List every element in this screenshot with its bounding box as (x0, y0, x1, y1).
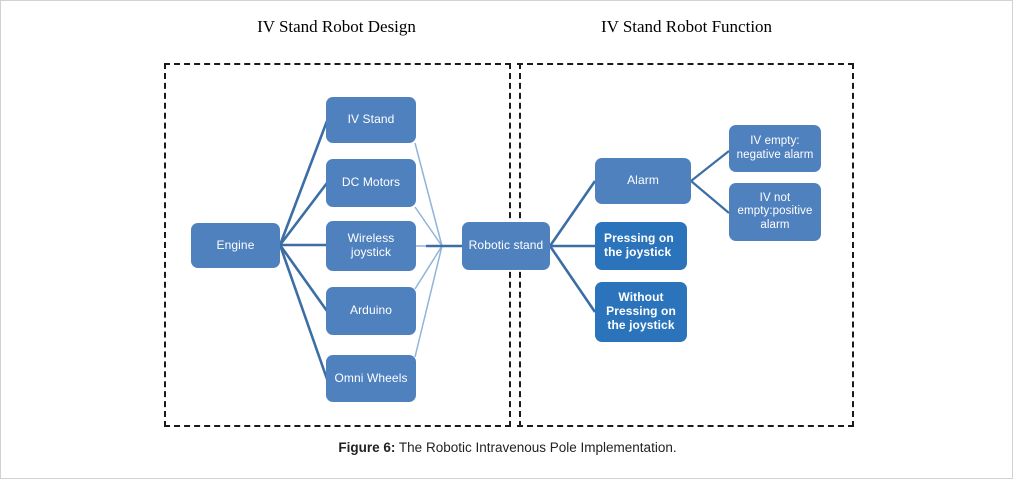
node-iv-empty-negative-alarm[interactable]: IV empty: negative alarm (729, 125, 821, 172)
figure-caption-text: The Robotic Intravenous Pole Implementat… (395, 440, 677, 455)
node-wireless-joystick[interactable]: Wireless joystick (326, 221, 416, 271)
column-title-design: IV Stand Robot Design (257, 17, 416, 36)
panel-function-boundary (517, 63, 854, 427)
column-title-function: IV Stand Robot Function (600, 17, 773, 36)
node-alarm[interactable]: Alarm (595, 158, 691, 204)
panel-design-boundary (164, 63, 511, 427)
node-robotic-stand[interactable]: Robotic stand (462, 222, 550, 270)
node-iv-not-empty-positive-alarm[interactable]: IV not empty:positive alarm (729, 183, 821, 241)
node-iv-stand[interactable]: IV Stand (326, 97, 416, 143)
node-without-pressing-on-joystick[interactable]: Without Pressing on the joystick (595, 282, 687, 342)
node-engine[interactable]: Engine (191, 223, 280, 268)
node-omni-wheels[interactable]: Omni Wheels (326, 355, 416, 402)
figure-caption-label: Figure 6: (338, 440, 396, 455)
node-dc-motors[interactable]: DC Motors (326, 159, 416, 207)
node-pressing-on-joystick[interactable]: Pressing on the joystick (595, 222, 687, 270)
figure-caption: Figure 6: The Robotic Intravenous Pole I… (1, 440, 1013, 455)
node-arduino[interactable]: Arduino (326, 287, 416, 335)
